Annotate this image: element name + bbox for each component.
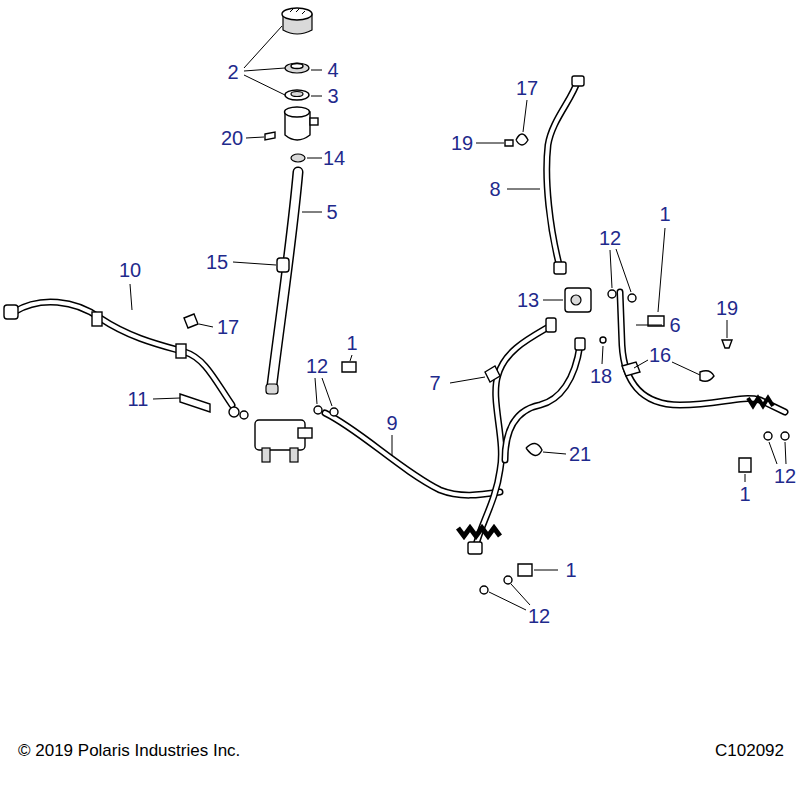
- callout-number: 1: [565, 560, 576, 580]
- callout-number: 13: [517, 290, 539, 310]
- callout-number: 1: [346, 333, 357, 353]
- callout-number: 12: [774, 466, 796, 486]
- callout-number: 7: [429, 373, 440, 393]
- callout-number: 16: [649, 345, 671, 365]
- callout-number: 15: [206, 252, 228, 272]
- callout-number: 12: [528, 606, 550, 626]
- fittings: [4, 76, 789, 594]
- callout-number: 10: [119, 260, 141, 280]
- callout-number: 12: [599, 228, 621, 248]
- callout-number: 1: [659, 204, 670, 224]
- hose-guard: [748, 398, 773, 406]
- callout-number: 8: [489, 179, 500, 199]
- callout-number: 17: [516, 78, 538, 98]
- callout-number: 3: [327, 86, 338, 106]
- callout-number: 14: [323, 148, 345, 168]
- callout-number: 4: [327, 60, 338, 80]
- callout-number: 19: [716, 298, 738, 318]
- callout-number: 11: [128, 389, 149, 409]
- callout-number: 17: [217, 317, 239, 337]
- hose-guard: [458, 528, 500, 536]
- callout-number: 19: [451, 133, 473, 153]
- callout-number: 5: [326, 202, 337, 222]
- reservoir: [265, 8, 318, 162]
- figure-code: C102092: [715, 742, 784, 759]
- callout-number: 21: [569, 444, 591, 464]
- callout-number: 1: [739, 484, 750, 504]
- copyright-note: © 2019 Polaris Industries Inc.: [18, 742, 240, 759]
- callout-number: 2: [227, 62, 238, 82]
- callout-number: 18: [590, 366, 612, 386]
- leader-lines: [130, 26, 786, 610]
- callout-number: 20: [221, 128, 243, 148]
- hoses: [14, 80, 785, 545]
- callout-number: 6: [669, 315, 680, 335]
- callout-number: 9: [386, 413, 397, 433]
- callout-number: 12: [306, 356, 328, 376]
